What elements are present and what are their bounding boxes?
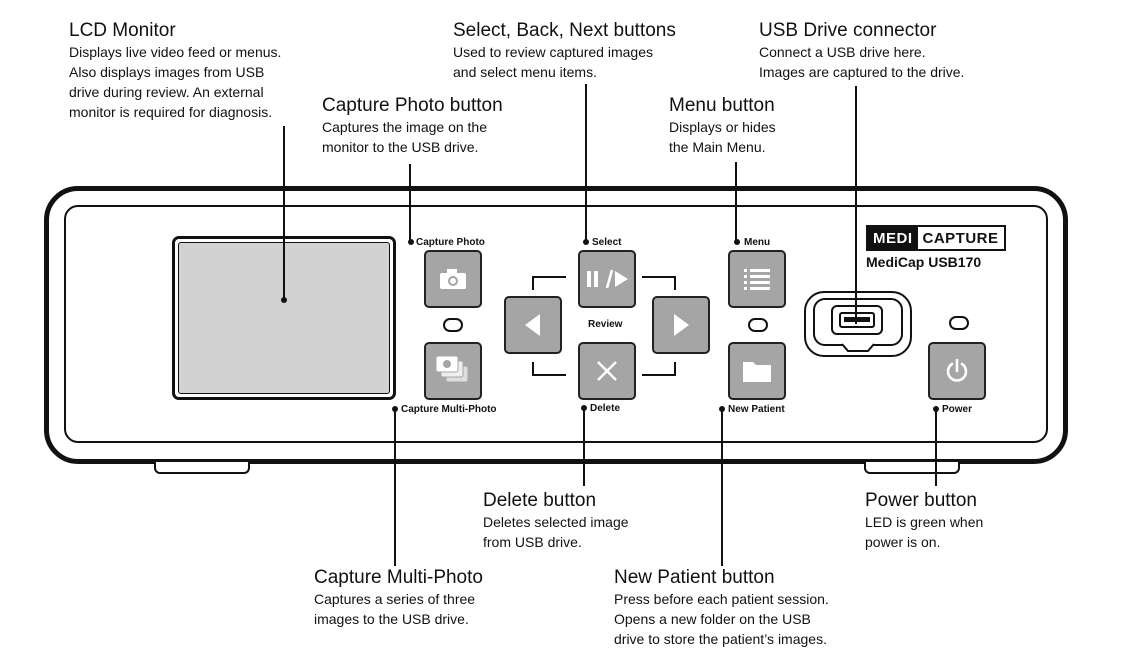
select-panel-label: Select (592, 237, 622, 248)
callout-title: Capture Photo button (322, 95, 503, 116)
callout-title: Select, Back, Next buttons (453, 20, 676, 41)
callout-select-back-next: Select, Back, Next buttons Used to revie… (453, 20, 676, 82)
capture-photo-label-dot (408, 239, 414, 245)
capture-photo-leader-line (409, 164, 411, 240)
callout-title: LCD Monitor (69, 20, 176, 41)
callout-desc-line: power is on. (865, 534, 941, 550)
callout-desc-line: drive to store the patient’s images. (614, 631, 827, 647)
callout-desc-line: Deletes selected image (483, 514, 629, 530)
select-label-dot (583, 239, 589, 245)
capture-multi-label-dot (392, 406, 398, 412)
callout-title: Capture Multi-Photo (314, 567, 483, 588)
power-panel-label: Power (942, 404, 973, 415)
review-bracket-top-left (532, 276, 566, 290)
back-button[interactable] (504, 296, 562, 354)
callout-delete: Delete button Deletes selected image fro… (483, 490, 629, 552)
next-button[interactable] (652, 296, 710, 354)
callout-desc-line: the Main Menu. (669, 139, 766, 155)
callout-desc-line: Displays or hides (669, 119, 776, 135)
callout-power: Power button LED is green when power is … (865, 490, 983, 552)
device-foot-left (154, 462, 250, 474)
callout-desc-line: Press before each patient session. (614, 591, 829, 607)
callout-desc-line: drive during review. An external (69, 84, 264, 100)
lcd-leader-line (283, 126, 285, 300)
brand-capture-text: CAPTURE (922, 229, 999, 247)
usb-latch (841, 343, 875, 352)
review-panel-label: Review (588, 319, 623, 330)
select-leader-line (585, 84, 587, 240)
select-button[interactable] (578, 250, 636, 308)
brand-medi-text: MEDI (868, 227, 918, 249)
usb-connector-housing (804, 291, 912, 357)
folder-icon (743, 362, 771, 382)
callout-desc-line: Used to review captured images (453, 44, 653, 60)
capture-led (443, 318, 463, 332)
callout-lcd-monitor: LCD Monitor Displays live video feed or … (69, 20, 281, 122)
new-patient-leader-line (721, 410, 723, 566)
play-pause-icon (587, 269, 628, 289)
capture-multi-photo-button[interactable] (424, 342, 482, 400)
callout-desc-line: Captures the image on the (322, 119, 487, 135)
new-patient-panel-label: New Patient (728, 404, 785, 415)
lcd-leader-dot (281, 297, 287, 303)
callout-desc-line: from USB drive. (483, 534, 582, 550)
menu-leader-line (735, 162, 737, 240)
menu-label-dot (734, 239, 740, 245)
new-patient-label-dot (719, 406, 725, 412)
menu-panel-label: Menu (744, 237, 771, 248)
callout-desc-line: and select menu items. (453, 64, 597, 80)
review-bracket-bottom-right (642, 362, 676, 376)
device-foot-right (864, 462, 960, 474)
device-front-panel (64, 205, 1048, 443)
callout-menu: Menu button Displays or hides the Main M… (669, 95, 776, 157)
multi-photo-icon (435, 355, 469, 383)
delete-button[interactable] (578, 342, 636, 400)
callout-title: Power button (865, 490, 977, 511)
callout-title: Delete button (483, 490, 597, 511)
usb-port-slot (839, 312, 875, 328)
capture-photo-button[interactable] (424, 250, 482, 308)
list-icon (744, 269, 770, 290)
power-icon (946, 358, 968, 382)
callout-desc-line: Displays live video feed or menus. (69, 44, 282, 60)
callout-desc-line: Connect a USB drive here. (759, 44, 926, 60)
callout-capture-multi-photo: Capture Multi-Photo Captures a series of… (314, 567, 483, 629)
menu-led (748, 318, 768, 332)
review-bracket-top-right (642, 276, 676, 290)
menu-button[interactable] (728, 250, 786, 308)
callout-desc-line: Images are captured to the drive. (759, 64, 965, 80)
callout-desc-line: images to the USB drive. (314, 611, 469, 627)
callout-desc-line: Opens a new folder on the USB (614, 611, 811, 627)
callout-desc-line: LED is green when (865, 514, 984, 530)
power-label-dot (933, 406, 939, 412)
right-arrow-icon (674, 314, 689, 336)
delete-leader-line (583, 410, 585, 486)
callout-new-patient: New Patient button Press before each pat… (614, 567, 829, 649)
capture-multi-panel-label: Capture Multi-Photo (401, 404, 497, 415)
callout-title: New Patient button (614, 567, 775, 588)
callout-capture-photo: Capture Photo button Captures the image … (322, 95, 503, 157)
camera-icon (440, 269, 466, 289)
brand-logo: MEDI CAPTURE MediCap USB170 (866, 225, 1006, 270)
callout-title: USB Drive connector (759, 20, 937, 41)
power-leader-line (935, 410, 937, 486)
x-icon (597, 361, 617, 381)
callout-title: Menu button (669, 95, 775, 116)
capture-photo-panel-label: Capture Photo (416, 237, 485, 248)
callout-desc-line: monitor is required for diagnosis. (69, 104, 273, 120)
capture-multi-leader-line (394, 410, 396, 566)
callout-desc-line: Also displays images from USB (69, 64, 265, 80)
delete-label-dot (581, 405, 587, 411)
usb-leader-line (855, 86, 857, 324)
power-led (949, 316, 969, 330)
delete-panel-label: Delete (590, 403, 621, 414)
callout-usb-drive: USB Drive connector Connect a USB drive … (759, 20, 964, 82)
left-arrow-icon (525, 314, 540, 336)
callout-desc-line: Captures a series of three (314, 591, 476, 607)
new-patient-button[interactable] (728, 342, 786, 400)
power-button[interactable] (928, 342, 986, 400)
model-name: MediCap USB170 (866, 254, 982, 270)
callout-desc-line: monitor to the USB drive. (322, 139, 479, 155)
review-bracket-bottom-left (532, 362, 566, 376)
